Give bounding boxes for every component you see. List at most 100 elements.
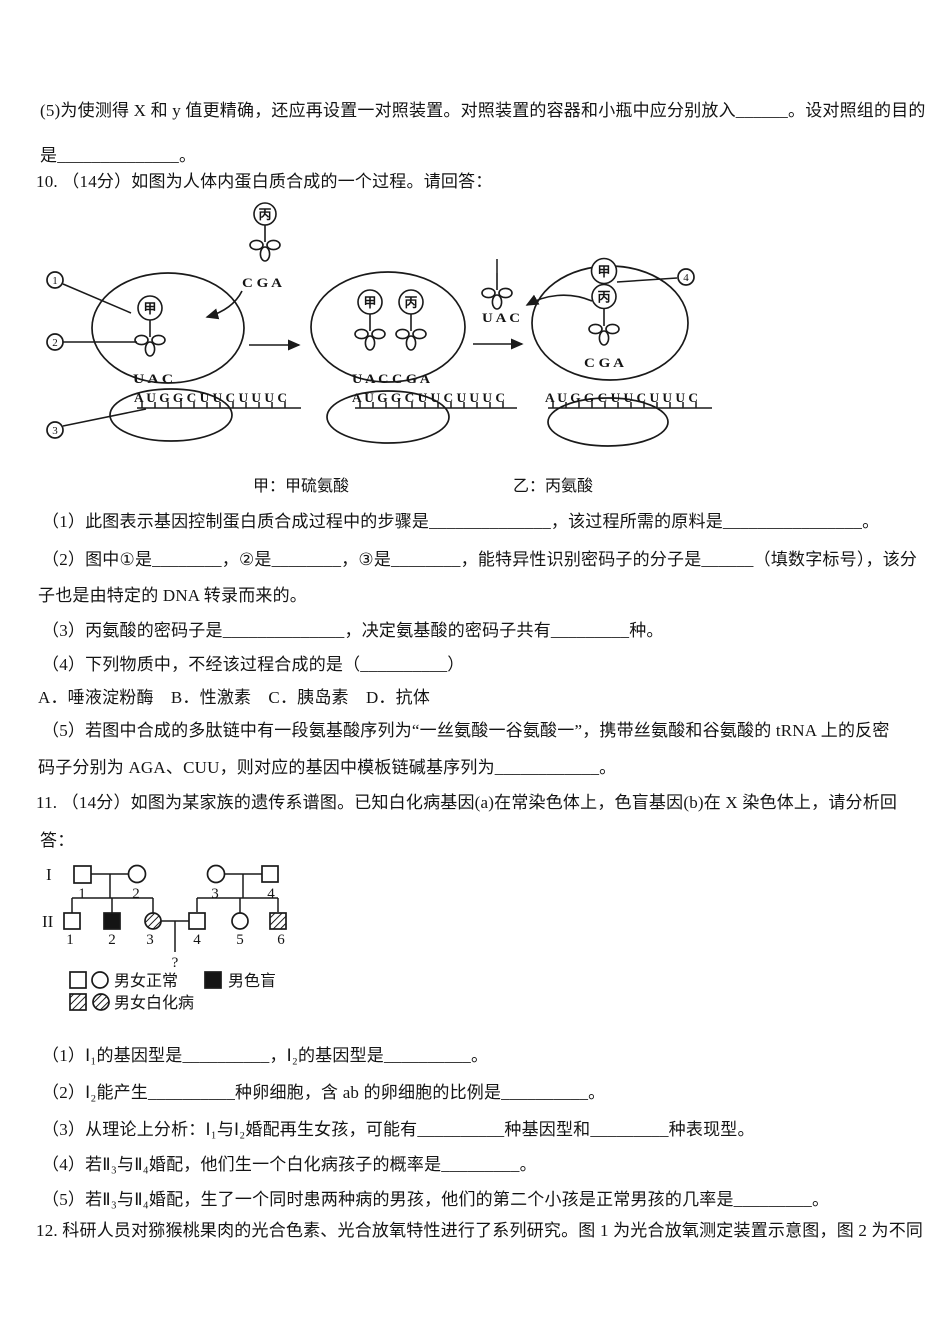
svg-text:1: 1 — [66, 932, 74, 948]
text-line: （1）此图表示基因控制蛋白质合成过程中的步骤是______________，该过… — [42, 512, 880, 531]
svg-text:4: 4 — [193, 932, 201, 948]
individual-II5-circle — [231, 912, 249, 930]
text-line: （3）从理论上分析：Ⅰ₁与Ⅰ₂婚配再生女孩，可能有__________种基因型和… — [42, 1120, 755, 1139]
legend-normal-label: 男女正常 — [114, 971, 178, 990]
question-11-title: 11. （14分）如图为某家族的遗传系谱图。已知白化病基因(a)在常染色体上，色… — [36, 793, 898, 812]
mrna-sequence: A U G G C U U C U U U C — [134, 390, 287, 405]
svg-text:4: 4 — [683, 272, 689, 284]
svg-text:甲: 甲 — [597, 264, 610, 279]
svg-text:5: 5 — [236, 932, 244, 948]
svg-text:3: 3 — [52, 425, 58, 437]
individual-II6-square-albino — [269, 912, 287, 930]
trna-icon — [354, 313, 386, 351]
text-line: 是______________。 — [40, 146, 197, 165]
generation-I-label: I — [46, 865, 52, 884]
svg-text:2: 2 — [52, 337, 58, 349]
callout-4: 4 — [616, 268, 695, 286]
text-line: (5)为使测得 X 和 y 值更精确，还应再设置一对照装置。对照装置的容器和小瓶… — [40, 101, 926, 120]
text-line: （4）下列物质中，不经该过程合成的是（__________） — [42, 655, 465, 674]
svg-text:丙: 丙 — [597, 290, 610, 305]
text-line: 码子分别为 AGA、CUU，则对应的基因中模板链碱基序列为___________… — [38, 758, 617, 777]
text-line: 子也是由特定的 DNA 转录而来的。 — [38, 586, 307, 605]
enter-arrow — [205, 290, 243, 320]
family-right-connectors — [196, 873, 279, 913]
legend-colorblind-square — [204, 971, 222, 989]
mrna-2: U A C C G A A U G G C U U C U U U C — [352, 371, 517, 409]
trna-met-1: 甲 U A C — [133, 295, 173, 386]
text-line: （1）Ⅰ₁的基因型是__________，Ⅰ₂的基因型是__________。 — [42, 1046, 489, 1065]
svg-text:1: 1 — [52, 275, 58, 287]
trna-ala-2: 丙 — [395, 289, 427, 351]
individual-I4-square — [261, 865, 279, 883]
individual-II2-square-colorblind — [103, 912, 121, 930]
question-10-title: 10. （14分）如图为人体内蛋白质合成的一个过程。请回答： — [36, 172, 493, 191]
text-line: （4）若Ⅱ₃与Ⅱ₄婚配，他们生一个白化病孩子的概率是_________。 — [42, 1155, 537, 1174]
question-12-title: 12. 科研人员对猕猴桃果肉的光合色素、光合放氧特性进行了系列研究。图 1 为光… — [36, 1221, 924, 1240]
svg-text:3: 3 — [146, 932, 154, 948]
text-line: （5）若Ⅱ₃与Ⅱ₄婚配，生了一个同时患两种病的男孩，他们的第二个小孩是正常男孩的… — [42, 1190, 830, 1209]
multiple-choice-options: A．唾液淀粉酶 B．性激素 C．胰岛素 D．抗体 — [38, 688, 431, 707]
mrna-line — [355, 402, 517, 409]
text-line: （3）丙氨酸的密码子是______________，决定氨基酸的密码子共有___… — [42, 621, 664, 640]
offspring-question-mark: ? — [172, 955, 179, 971]
individual-II4-square — [188, 912, 206, 930]
trna-icon — [481, 272, 513, 310]
legend-albino-circle — [92, 993, 110, 1011]
anticodon-uac: U A C — [482, 310, 520, 325]
individual-II3-circle-albino — [144, 912, 162, 930]
mrna-sequence: A U G G C U U C U U U C — [352, 390, 505, 405]
anticodon-cga: C G A — [584, 355, 625, 370]
legend-normal-circle — [91, 971, 109, 989]
text-line: （5）若图中合成的多肽链中有一段氨基酸序列为“一丝氨酸一谷氨酸一”，携带丝氨酸和… — [42, 721, 890, 740]
svg-text:丙: 丙 — [404, 295, 417, 310]
callout-3: 3 — [46, 408, 147, 439]
callout-2: 2 — [46, 333, 137, 351]
generation-II-label: II — [42, 912, 54, 931]
individual-II1-square — [63, 912, 81, 930]
svg-text:2: 2 — [108, 932, 116, 948]
dipeptide-trna: 甲 丙 C G A — [584, 257, 625, 370]
ribosome-2 — [310, 271, 466, 444]
exit-arrow — [525, 294, 593, 306]
pedigree-legend: 男女正常 男色盲 男女白化病 — [69, 971, 276, 1012]
ribosome-1 — [91, 272, 245, 442]
mrna-1: A U G G C U U C U U U C — [134, 390, 301, 409]
callout-1: 1 — [46, 271, 132, 314]
legend-albino-square — [69, 993, 87, 1011]
protein-synthesis-figure: 丙 C G A 甲 U A C A U G G C U U C U U U C … — [46, 202, 712, 447]
mrna-line — [137, 402, 301, 409]
anticodon-uac: U A C — [133, 371, 173, 386]
svg-text:6: 6 — [277, 932, 285, 948]
individual-I3-circle — [206, 864, 226, 884]
text-line: 答： — [40, 831, 75, 850]
mrna-3: A U G G C U U C U U U C — [545, 390, 712, 409]
trna-icon — [588, 308, 620, 346]
anticodon-cga: C G A — [242, 275, 283, 290]
pedigree-figure: I II ? 1 2 3 4 1 2 3 4 5 6 男女正常 — [42, 864, 287, 1012]
mrna-line — [548, 402, 712, 409]
svg-text:3: 3 — [211, 886, 219, 902]
trna-icon — [249, 224, 281, 262]
released-trna: U A C — [481, 259, 593, 325]
trna-icon — [395, 313, 427, 351]
amino-acid-label: 丙 — [258, 207, 271, 222]
svg-text:甲: 甲 — [363, 295, 376, 310]
individual-I1-square — [73, 865, 92, 884]
svg-text:4: 4 — [267, 886, 275, 902]
text-line: （2）图中①是________，②是________，③是________，能特… — [42, 550, 918, 569]
family-left-connectors — [71, 873, 154, 913]
free-trna-ala: 丙 C G A — [205, 202, 283, 320]
legend-normal-square — [69, 971, 87, 989]
svg-text:2: 2 — [132, 886, 140, 902]
svg-text:1: 1 — [78, 886, 86, 902]
figure1-caption-alanine: 乙：丙氨酸 — [513, 478, 594, 495]
anticodon-uaccga: U A C C G A — [352, 371, 431, 386]
mrna-sequence: A U G G C U U C U U U C — [545, 390, 698, 405]
figure1-caption-methionine: 甲：甲硫氨酸 — [253, 478, 350, 495]
marriage-connector — [161, 920, 189, 952]
text-line: （2）Ⅰ₂能产生__________种卵细胞，含 ab 的卵细胞的比例是____… — [42, 1083, 606, 1102]
trna-met-2: 甲 — [354, 289, 386, 351]
individual-I2-circle — [127, 864, 147, 884]
legend-albino-label: 男女白化病 — [114, 993, 194, 1012]
